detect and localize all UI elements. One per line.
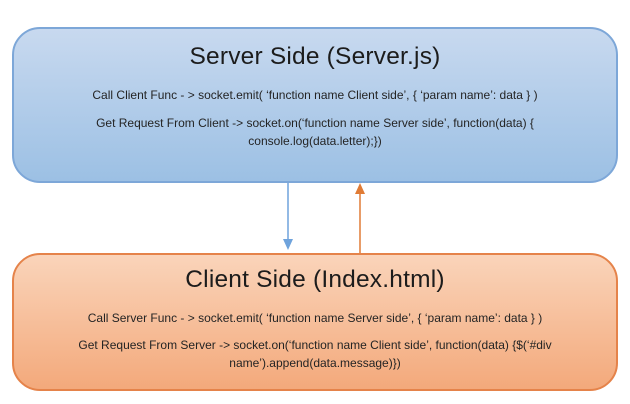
- server-listen-line: Get Request From Client -> socket.on(‘fu…: [96, 116, 534, 148]
- server-emit-line: Call Client Func - > socket.emit( ‘funct…: [92, 88, 538, 102]
- arrow-head: [283, 239, 293, 250]
- message-flow-arrows: [283, 183, 365, 254]
- client-box-title: Client Side (Index.html): [185, 266, 445, 293]
- server-box: Server Side (Server.js) Call Client Func…: [12, 27, 618, 183]
- client-emit-line: Call Server Func - > socket.emit( ‘funct…: [87, 311, 543, 325]
- client-to-server-arrow: [355, 183, 365, 254]
- client-box: Client Side (Index.html) Call Server Fun…: [12, 253, 618, 391]
- arrow-head: [355, 183, 365, 194]
- server-to-client-arrow: [283, 183, 293, 250]
- server-box-title: Server Side (Server.js): [189, 43, 441, 70]
- client-listen-line: Get Request From Server -> socket.on(‘fu…: [78, 338, 552, 370]
